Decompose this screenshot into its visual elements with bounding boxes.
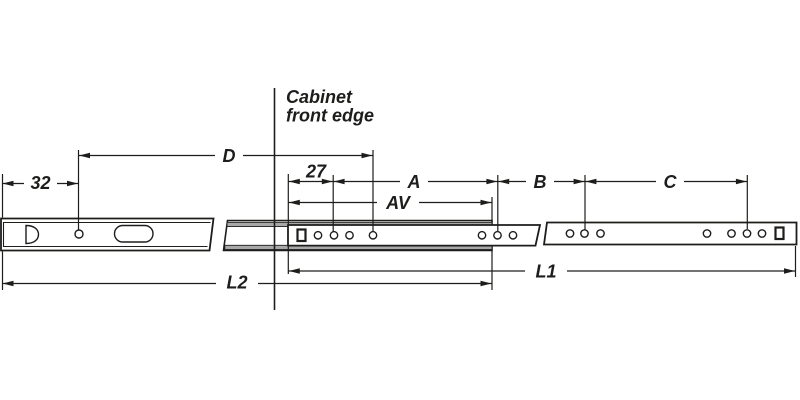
- arrowhead-right: [784, 268, 795, 274]
- arrowhead-left: [2, 280, 14, 287]
- dimension-label-C: C: [664, 172, 678, 192]
- label-background: [526, 170, 554, 190]
- dimension-AV: AV: [288, 192, 492, 213]
- mounting-hole: [368, 230, 378, 240]
- mounting-hole: [580, 229, 589, 238]
- arrowhead-right: [321, 178, 333, 185]
- arrowhead-right: [361, 152, 373, 159]
- mounting-hole: [477, 230, 487, 240]
- dimension-label-B: B: [534, 172, 547, 192]
- rectangular-slot: [296, 228, 307, 243]
- arrowhead-right: [480, 280, 492, 287]
- dimension-32: 32: [2, 170, 78, 193]
- label-background: [377, 192, 419, 212]
- dimension-label-32: 32: [30, 173, 50, 193]
- mounting-hole: [329, 230, 339, 240]
- dimension-A: A: [333, 170, 498, 192]
- dimension-B: B: [498, 170, 585, 192]
- label-background: [216, 272, 258, 291]
- label-background: [301, 162, 331, 178]
- mounting-hole: [742, 229, 752, 238]
- dimension-label-AV: AV: [385, 193, 412, 213]
- dimension-label-27: 27: [305, 162, 327, 182]
- label-background: [525, 261, 567, 280]
- label-background: [656, 170, 684, 190]
- dimension-L1: L1: [288, 261, 796, 282]
- arrowhead-left: [79, 152, 90, 159]
- rectangular-slot: [774, 226, 785, 241]
- mounting-hole: [596, 229, 605, 238]
- left-rail-body: [0, 217, 215, 252]
- cabinet-rail: [542, 221, 798, 246]
- mounting-hole: [508, 230, 518, 240]
- arrowhead-right: [486, 178, 498, 185]
- left-rail: [0, 217, 215, 252]
- dimension-label-D: D: [223, 146, 236, 166]
- mounting-hole: [313, 230, 323, 240]
- cabinet-rail-body: [542, 221, 798, 246]
- dimension-L2: L2: [2, 272, 492, 293]
- mounting-hole: [727, 229, 736, 238]
- arrowhead-right: [480, 199, 492, 206]
- arrowhead-right: [67, 180, 78, 187]
- mounting-hole: [565, 229, 575, 238]
- dimension-27: 27: [288, 162, 333, 185]
- arrowhead-right: [735, 178, 747, 185]
- label-background: [400, 170, 428, 190]
- label-background: [215, 146, 243, 165]
- arrowhead-left: [333, 178, 345, 185]
- oval-slot: [113, 224, 154, 243]
- d-shaped-cutout: [25, 224, 40, 245]
- extension-lines: [1, 150, 797, 290]
- drawer-front-rail-body: [287, 224, 542, 247]
- arrowhead-left: [288, 268, 300, 274]
- dimension-label-A: A: [407, 172, 421, 192]
- rails: [0, 217, 798, 252]
- dimension-D: D: [78, 146, 373, 166]
- middle-rail-assembly: [222, 219, 542, 252]
- annotation-line2: front edge: [286, 106, 374, 126]
- arrowhead-right: [573, 178, 585, 185]
- dimension-C: C: [585, 170, 747, 192]
- arrowhead-left: [585, 178, 597, 185]
- dimension-label-L2: L2: [226, 273, 247, 293]
- left-rail-inner-contour: [2, 221, 211, 248]
- arrowhead-left: [2, 180, 14, 187]
- dimension-label-L1: L1: [535, 262, 556, 282]
- arrowhead-left: [288, 178, 300, 185]
- mounting-hole: [757, 229, 767, 238]
- arrowhead-left: [498, 178, 510, 185]
- cabinet-front-edge-annotation: Cabinet front edge: [286, 87, 374, 126]
- label-background: [24, 170, 57, 188]
- mounting-hole: [493, 230, 502, 240]
- dimension-row-27-A-B-C: 27 A B C: [288, 162, 748, 192]
- arrowhead-left: [288, 199, 300, 206]
- mounting-hole: [74, 229, 84, 239]
- mounting-hole: [702, 229, 712, 238]
- annotation-line1: Cabinet: [286, 87, 353, 107]
- mounting-hole: [345, 230, 354, 240]
